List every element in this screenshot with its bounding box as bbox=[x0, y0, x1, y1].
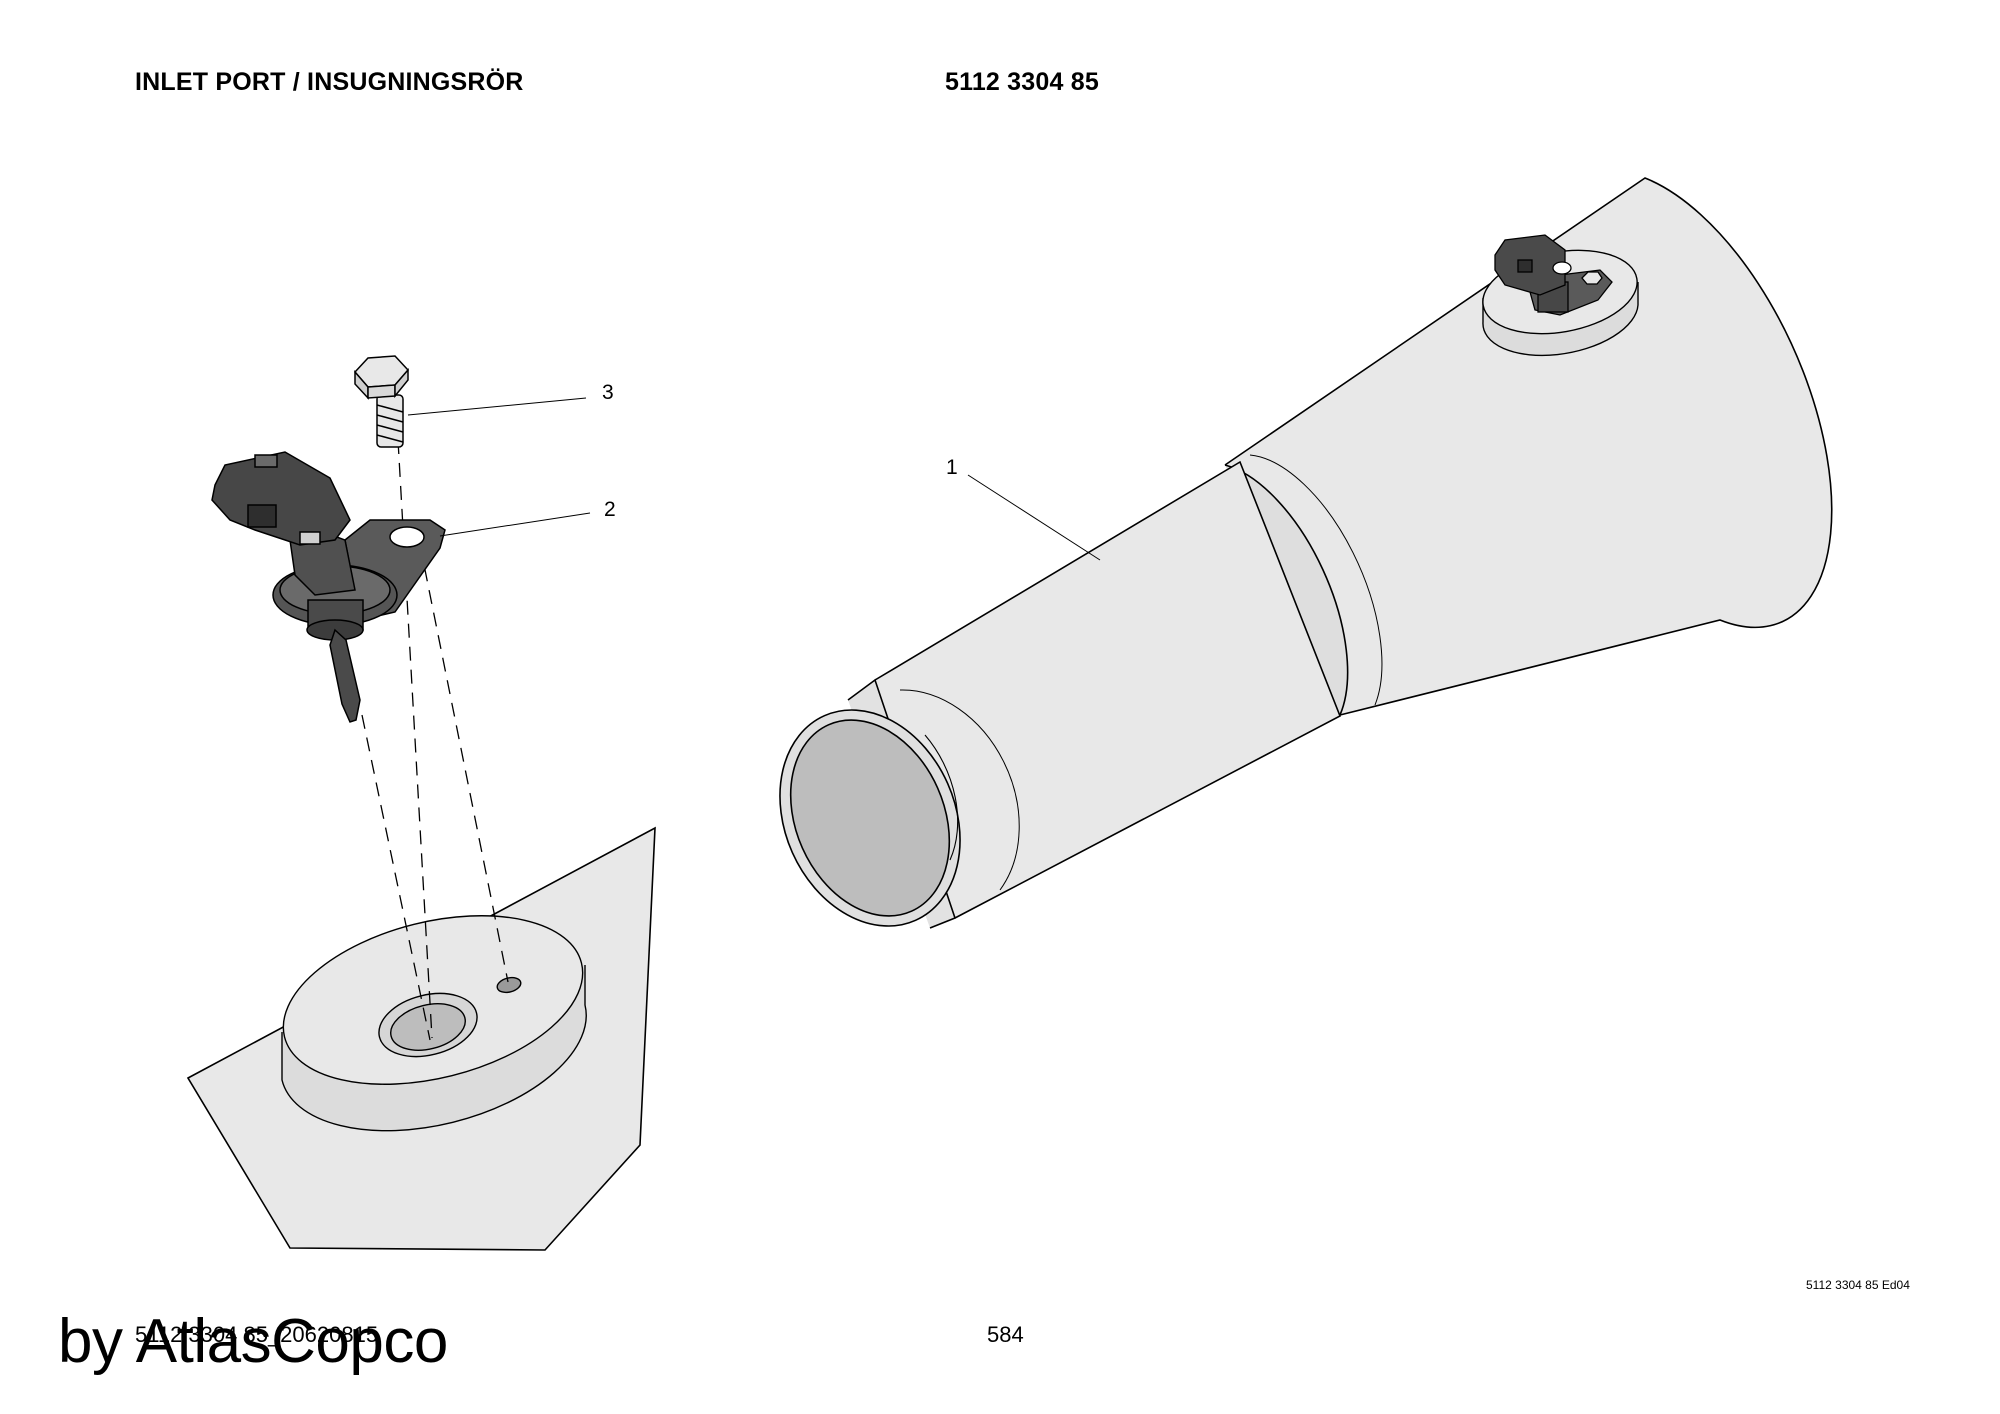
sensor bbox=[211, 451, 446, 723]
leader-lines bbox=[407, 397, 1101, 561]
page-number: 584 bbox=[987, 1322, 1024, 1347]
callout-2: 2 bbox=[604, 498, 616, 521]
inlet-tube bbox=[779, 177, 1833, 929]
housing-boss bbox=[281, 915, 587, 1132]
bolt bbox=[353, 355, 410, 448]
tube-sensor bbox=[1494, 234, 1613, 316]
page-title: INLET PORT / INSUGNINGSRÖR bbox=[135, 68, 524, 96]
document-reference: 5112 3304 85_20620815 bbox=[135, 1322, 379, 1347]
callout-1: 1 bbox=[946, 456, 958, 479]
edition-label: 5112 3304 85 Ed04 bbox=[1806, 1278, 1910, 1292]
callout-3: 3 bbox=[602, 381, 614, 404]
watermark: by AtlasCopco bbox=[58, 1307, 448, 1376]
part-number: 5112 3304 85 bbox=[945, 68, 1099, 96]
